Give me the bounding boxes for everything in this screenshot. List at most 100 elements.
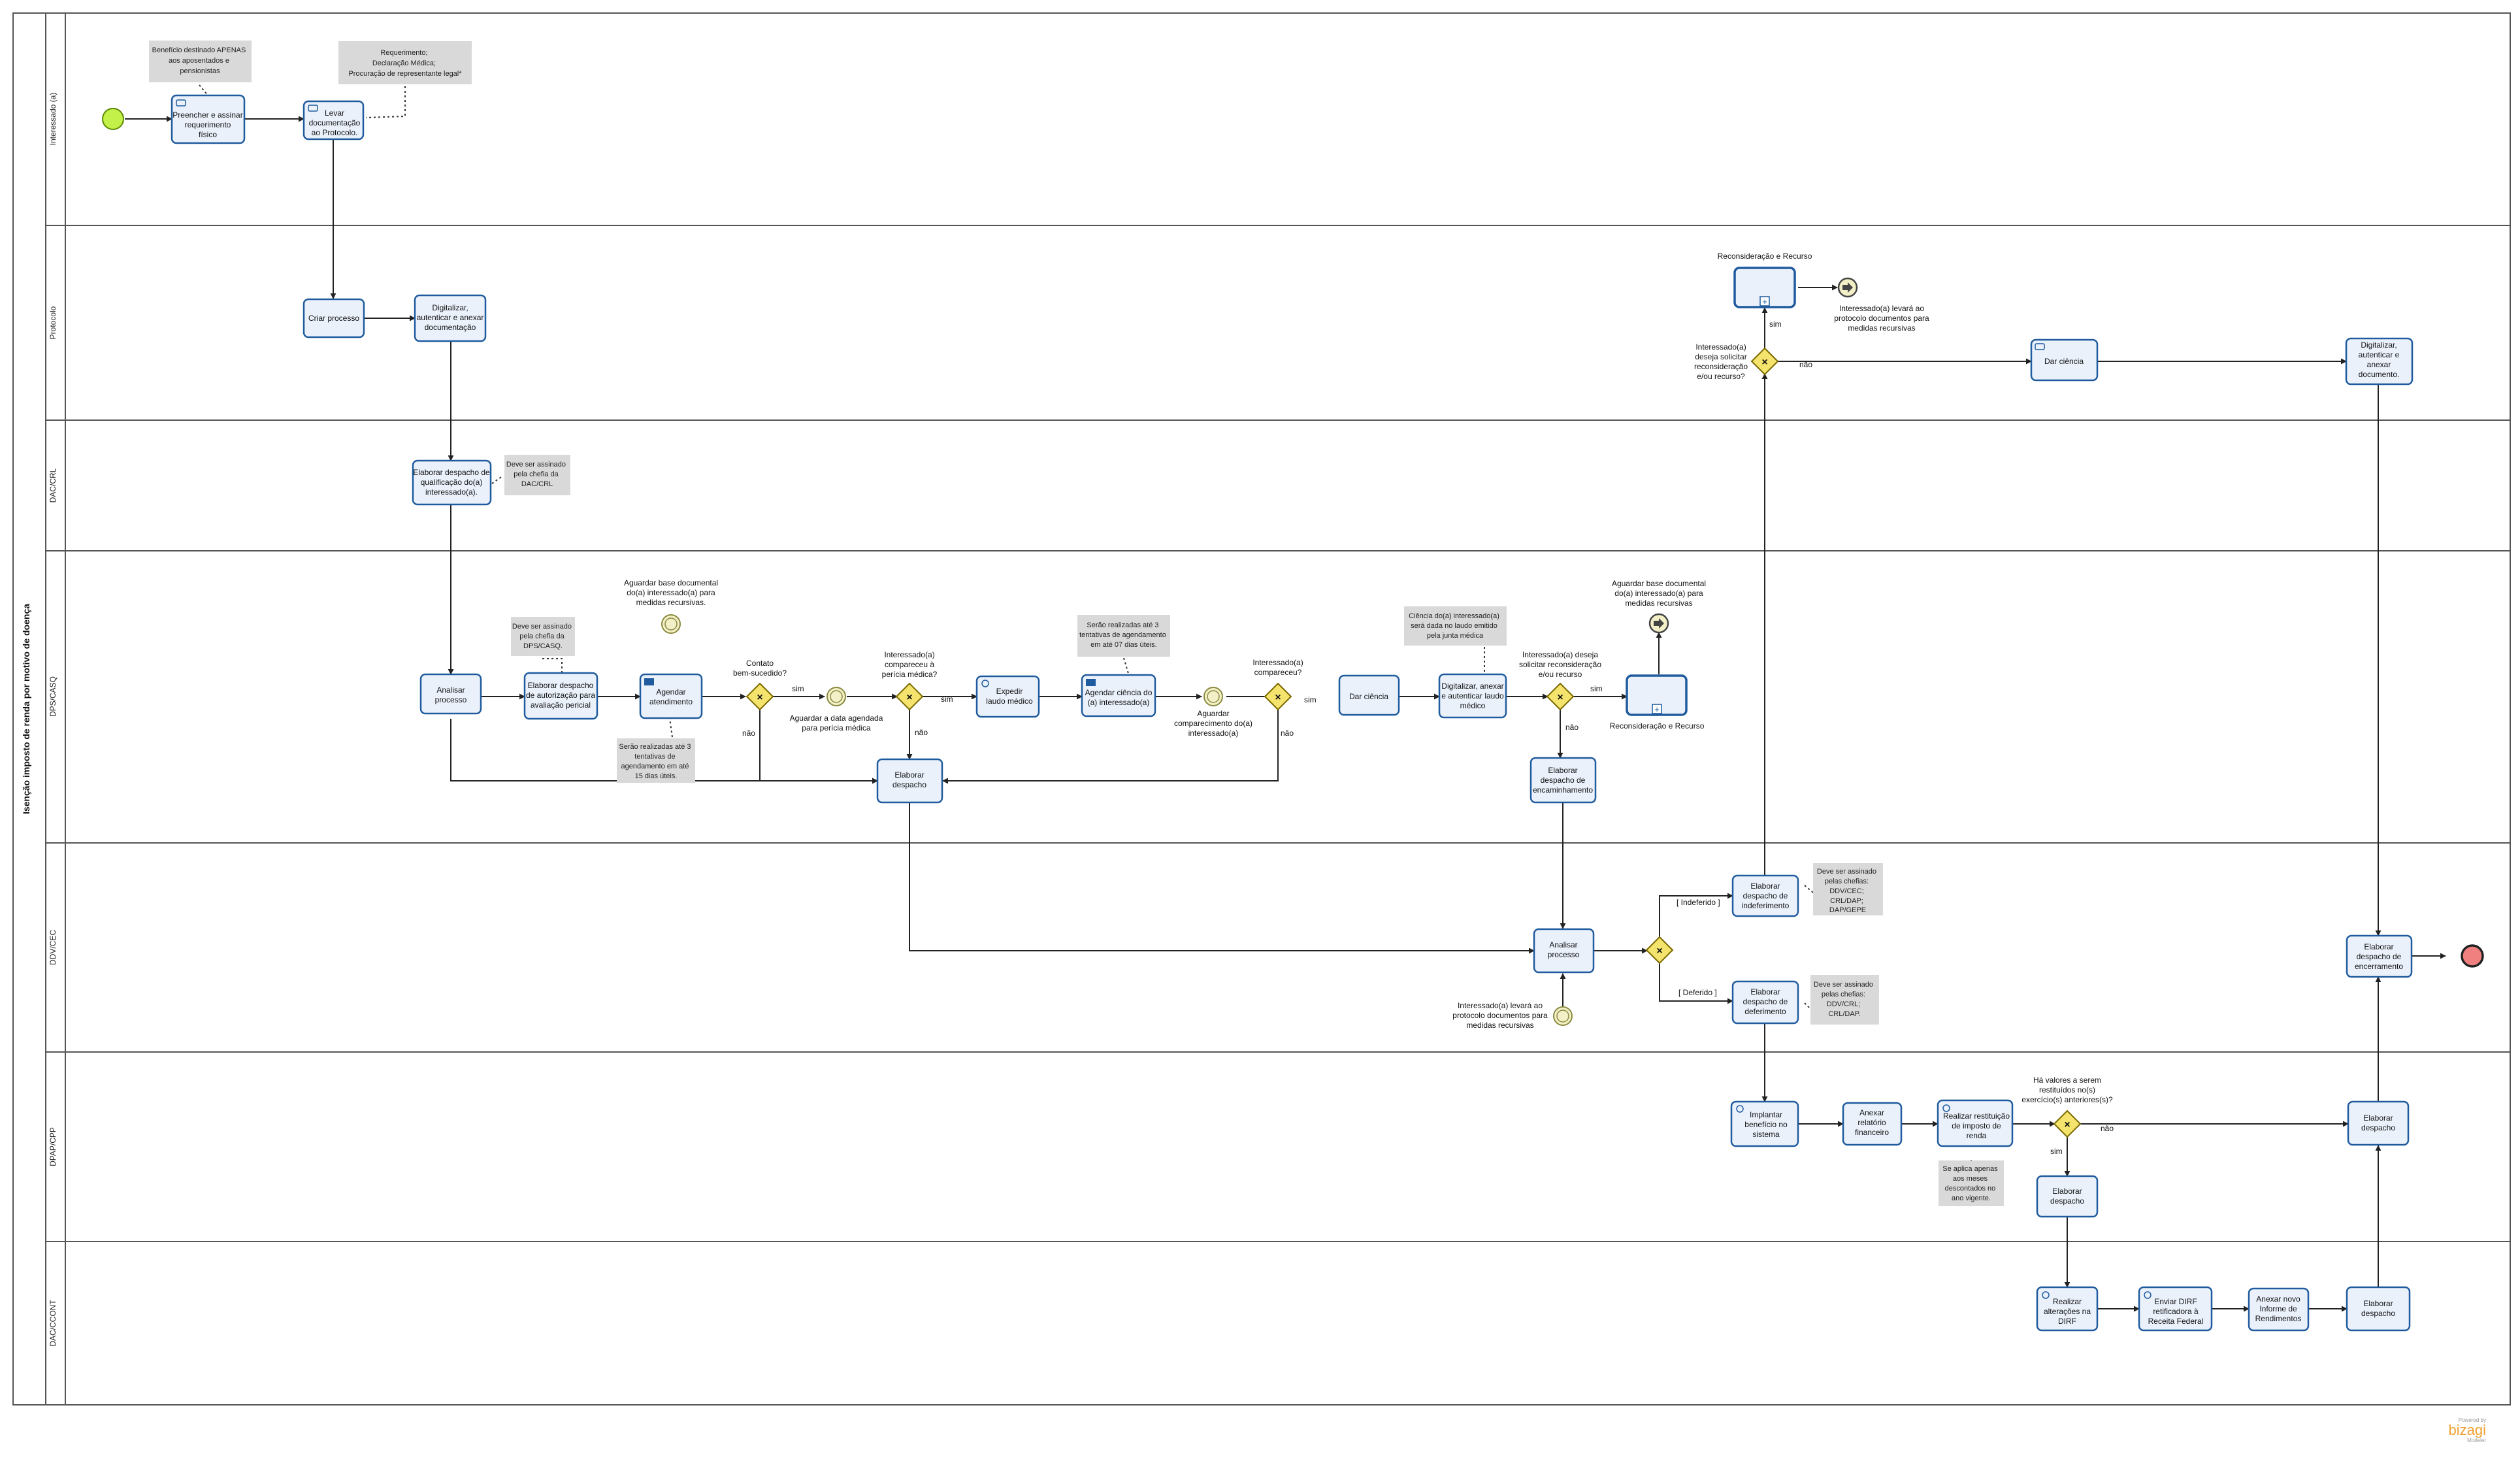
annotation-agendamento15: Serão realizadas até 3 tentativas de age… xyxy=(619,743,693,780)
user-task-icon xyxy=(2042,1291,2050,1299)
task-agendar-ciencia[interactable]: Agendar ciência do(a) interessado(a) xyxy=(1081,674,1156,717)
subprocess-plus-icon xyxy=(1759,296,1770,306)
label-sim: sim xyxy=(2050,1147,2063,1156)
svg-text:+: + xyxy=(1762,297,1767,306)
label-nao: não xyxy=(2101,1124,2114,1133)
gateway-compareceu[interactable]: × Interessado(a)compareceu? xyxy=(1252,658,1303,711)
task-criar[interactable]: Criar processo xyxy=(303,298,365,338)
gateway-decisao[interactable]: × xyxy=(1645,936,1674,964)
svg-text:Agendar ciência do(a) interess: Agendar ciência do(a) interessado(a) xyxy=(1085,688,1153,707)
label-nao: não xyxy=(1799,360,1812,369)
annotation-deferimento-chefias: Deve ser assinado pelas chefias: DDV/CRL… xyxy=(1814,981,1875,1018)
end-event xyxy=(2461,944,2484,968)
envelope-icon xyxy=(644,678,654,685)
lane-label-dps-casq: DPS/CASQ xyxy=(48,676,57,717)
label-sim: sim xyxy=(792,684,804,693)
x-icon: × xyxy=(1761,357,1767,368)
label-nao: não xyxy=(915,728,928,737)
x-icon: × xyxy=(1275,692,1281,703)
manual-task-icon xyxy=(308,105,318,112)
lane-label-dac-ccont: DAC/CCONT xyxy=(48,1300,57,1347)
svg-text:+: + xyxy=(1654,704,1660,714)
annotation-meses-descontados: Se aplica apenas aos meses descontados n… xyxy=(1942,1165,1999,1202)
task-reconsideracao-dps[interactable]: + Reconsideração e Recurso xyxy=(1610,674,1705,731)
svg-text:Reconsideração e Recurso: Reconsideração e Recurso xyxy=(1718,252,1812,261)
svg-text:Criar processo: Criar processo xyxy=(308,314,359,323)
label-sim: sim xyxy=(1769,320,1782,329)
user-task-icon xyxy=(981,680,989,687)
user-task-icon xyxy=(2144,1291,2152,1299)
annotations: Benefício destinado APENAS aos aposentad… xyxy=(149,41,2004,1206)
task-reconsideracao-protocolo[interactable]: + Reconsideração e Recurso xyxy=(1718,252,1812,308)
annotation-laudo-junta: Ciência do(a) interessado(a) será dada n… xyxy=(1409,612,1501,640)
task-dar-ciencia1[interactable]: Dar ciência xyxy=(1338,674,1400,716)
user-task-icon xyxy=(1736,1105,1744,1113)
label-indeferido: [ Indeferido ] xyxy=(1677,898,1720,907)
pool-title: Isenção imposto de renda por motivo de d… xyxy=(21,604,31,814)
task-dar-ciencia2[interactable]: Dar ciência xyxy=(2030,338,2099,382)
x-icon: × xyxy=(757,692,762,703)
svg-text:Interessado(a)deseja solicitar: Interessado(a)deseja solicitarreconsider… xyxy=(1694,342,1748,381)
brand-name: bizagi xyxy=(2449,1422,2486,1438)
lane-label-interessado: Interessado (a) xyxy=(48,93,57,146)
svg-text:Reconsideração e Recurso: Reconsideração e Recurso xyxy=(1610,721,1705,731)
svg-text:Interessado(a)compareceu?: Interessado(a)compareceu? xyxy=(1252,658,1303,677)
